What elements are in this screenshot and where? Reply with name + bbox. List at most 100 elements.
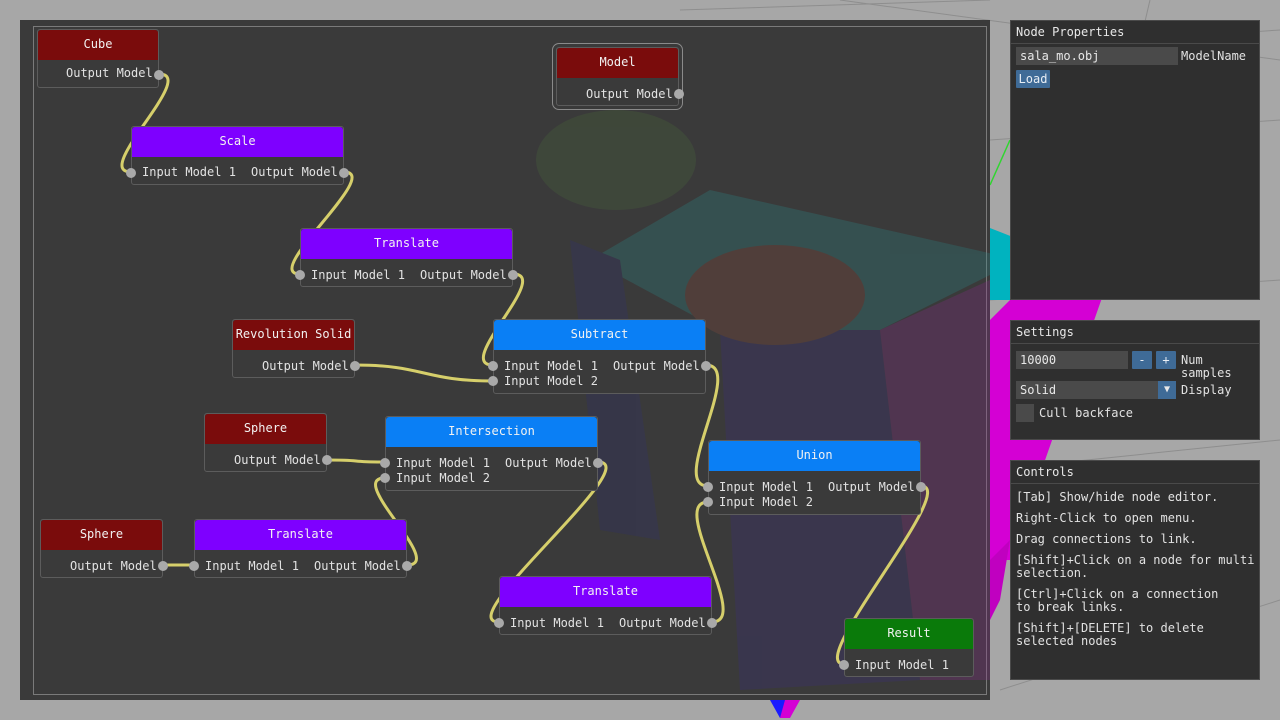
panel-title: Controls: [1011, 461, 1259, 484]
controls-line: selection.: [1016, 566, 1089, 580]
node-revolution-solid[interactable]: Revolution Solid Output Model: [232, 319, 360, 378]
node-title: Model: [557, 48, 678, 78]
output-pin[interactable]: [322, 455, 332, 465]
input-port-label-2: Input Model 2: [504, 374, 598, 388]
input-port-label-1: Input Model 1: [396, 456, 490, 470]
cull-backface-label: Cull backface: [1039, 406, 1133, 420]
controls-line: selected nodes: [1016, 634, 1118, 648]
input-pin-2[interactable]: [703, 497, 713, 507]
node-union[interactable]: Union Input Model 1 Input Model 2 Output…: [703, 440, 926, 515]
input-pin-2[interactable]: [380, 473, 390, 483]
decrement-button[interactable]: -: [1132, 351, 1152, 369]
input-pin-1[interactable]: [380, 458, 390, 468]
output-pin[interactable]: [158, 561, 168, 571]
node-title: Scale: [132, 127, 343, 157]
output-port-label: Output Model: [619, 616, 706, 630]
input-pin[interactable]: [189, 561, 199, 571]
input-port-label: Input Model 1: [855, 658, 949, 672]
output-pin[interactable]: [339, 168, 349, 178]
input-port-label-1: Input Model 1: [719, 480, 813, 494]
display-label: Display: [1181, 383, 1232, 397]
settings-panel[interactable]: Settings - + Num samples Solid ▼ Display…: [1010, 320, 1260, 440]
input-pin-1[interactable]: [488, 361, 498, 371]
node-properties-panel[interactable]: Node Properties ModelName Load: [1010, 20, 1260, 300]
output-port-label: Output Model: [66, 66, 153, 80]
input-pin[interactable]: [295, 270, 305, 280]
input-port-label: Input Model 1: [311, 268, 405, 282]
display-select[interactable]: Solid ▼: [1016, 381, 1176, 399]
panel-title: Node Properties: [1011, 21, 1259, 44]
output-pin[interactable]: [350, 361, 360, 371]
input-pin[interactable]: [839, 660, 849, 670]
controls-line: Right-Click to open menu.: [1016, 511, 1197, 525]
output-port-label: Output Model: [70, 559, 157, 573]
controls-line: [Shift]+[DELETE] to delete: [1016, 621, 1204, 635]
load-button[interactable]: Load: [1016, 70, 1050, 88]
node-title: Translate: [500, 577, 711, 607]
output-pin[interactable]: [707, 618, 717, 628]
node-cube[interactable]: Cube Output Model: [37, 29, 164, 88]
controls-line: Drag connections to link.: [1016, 532, 1197, 546]
output-pin[interactable]: [593, 458, 603, 468]
input-pin-1[interactable]: [703, 482, 713, 492]
output-port-label: Output Model: [586, 87, 673, 101]
input-pin[interactable]: [126, 168, 136, 178]
node-title: Translate: [195, 520, 406, 550]
num-samples-label-line-2: samples: [1181, 366, 1232, 380]
input-port-label: Input Model 1: [205, 559, 299, 573]
output-pin[interactable]: [402, 561, 412, 571]
node-title: Cube: [38, 30, 158, 60]
model-name-label: ModelName: [1181, 49, 1247, 63]
node-title: Sphere: [41, 520, 162, 550]
dropdown-arrow-icon[interactable]: ▼: [1158, 381, 1176, 399]
node-intersection[interactable]: Intersection Input Model 1 Input Model 2…: [380, 416, 603, 491]
num-samples-input[interactable]: [1016, 351, 1128, 369]
output-pin[interactable]: [154, 70, 164, 80]
output-port-label: Output Model: [613, 359, 700, 373]
input-port-label-2: Input Model 2: [396, 471, 490, 485]
input-pin[interactable]: [494, 618, 504, 628]
node-translate-3[interactable]: Translate Input Model 1 Output Model: [494, 576, 717, 635]
cull-backface-checkbox[interactable]: [1016, 404, 1034, 422]
controls-line: to break links.: [1016, 600, 1125, 614]
controls-panel: Controls [Tab] Show/hide node editor. Ri…: [1010, 460, 1260, 680]
output-pin[interactable]: [916, 482, 926, 492]
output-port-label: Output Model: [420, 268, 507, 282]
output-port-label: Output Model: [234, 453, 321, 467]
node-title: Sphere: [205, 414, 326, 444]
output-pin[interactable]: [701, 361, 711, 371]
controls-line: [Tab] Show/hide node editor.: [1016, 490, 1219, 504]
node-title: Union: [709, 441, 920, 471]
input-port-label-1: Input Model 1: [504, 359, 598, 373]
output-port-label: Output Model: [505, 456, 592, 470]
node-sphere-1[interactable]: Sphere Output Model: [204, 413, 332, 472]
node-translate-1[interactable]: Translate Input Model 1 Output Model: [295, 228, 518, 287]
model-name-input[interactable]: [1016, 47, 1178, 65]
output-pin[interactable]: [508, 270, 518, 280]
input-port-label: Input Model 1: [510, 616, 604, 630]
node-title: Result: [845, 619, 973, 649]
display-select-value: Solid: [1020, 383, 1057, 397]
input-pin-2[interactable]: [488, 376, 498, 386]
node-model[interactable]: Model Output Model: [552, 43, 684, 110]
input-port-label: Input Model 1: [142, 165, 236, 179]
node-result[interactable]: Result Input Model 1: [839, 618, 974, 677]
node-title: Subtract: [494, 320, 705, 350]
node-editor-frame: [33, 26, 987, 695]
node-title: Intersection: [386, 417, 597, 447]
controls-line: [Ctrl]+Click on a connection: [1016, 587, 1219, 601]
node-scale[interactable]: Scale Input Model 1 Output Model: [126, 126, 349, 185]
node-sphere-2[interactable]: Sphere Output Model: [40, 519, 168, 578]
num-samples-label-line-1: Num: [1181, 353, 1203, 367]
output-port-label: Output Model: [828, 480, 915, 494]
node-translate-2[interactable]: Translate Input Model 1 Output Model: [189, 519, 412, 578]
increment-button[interactable]: +: [1156, 351, 1176, 369]
node-title: Revolution Solid: [233, 320, 354, 350]
num-samples-label: Num samples: [1181, 354, 1232, 380]
panel-title: Settings: [1011, 321, 1259, 344]
controls-line: [Shift]+Click on a node for multi: [1016, 553, 1255, 567]
output-pin[interactable]: [674, 89, 684, 99]
output-port-label: Output Model: [314, 559, 401, 573]
output-port-label: Output Model: [262, 359, 349, 373]
node-subtract[interactable]: Subtract Input Model 1 Input Model 2 Out…: [488, 319, 711, 394]
